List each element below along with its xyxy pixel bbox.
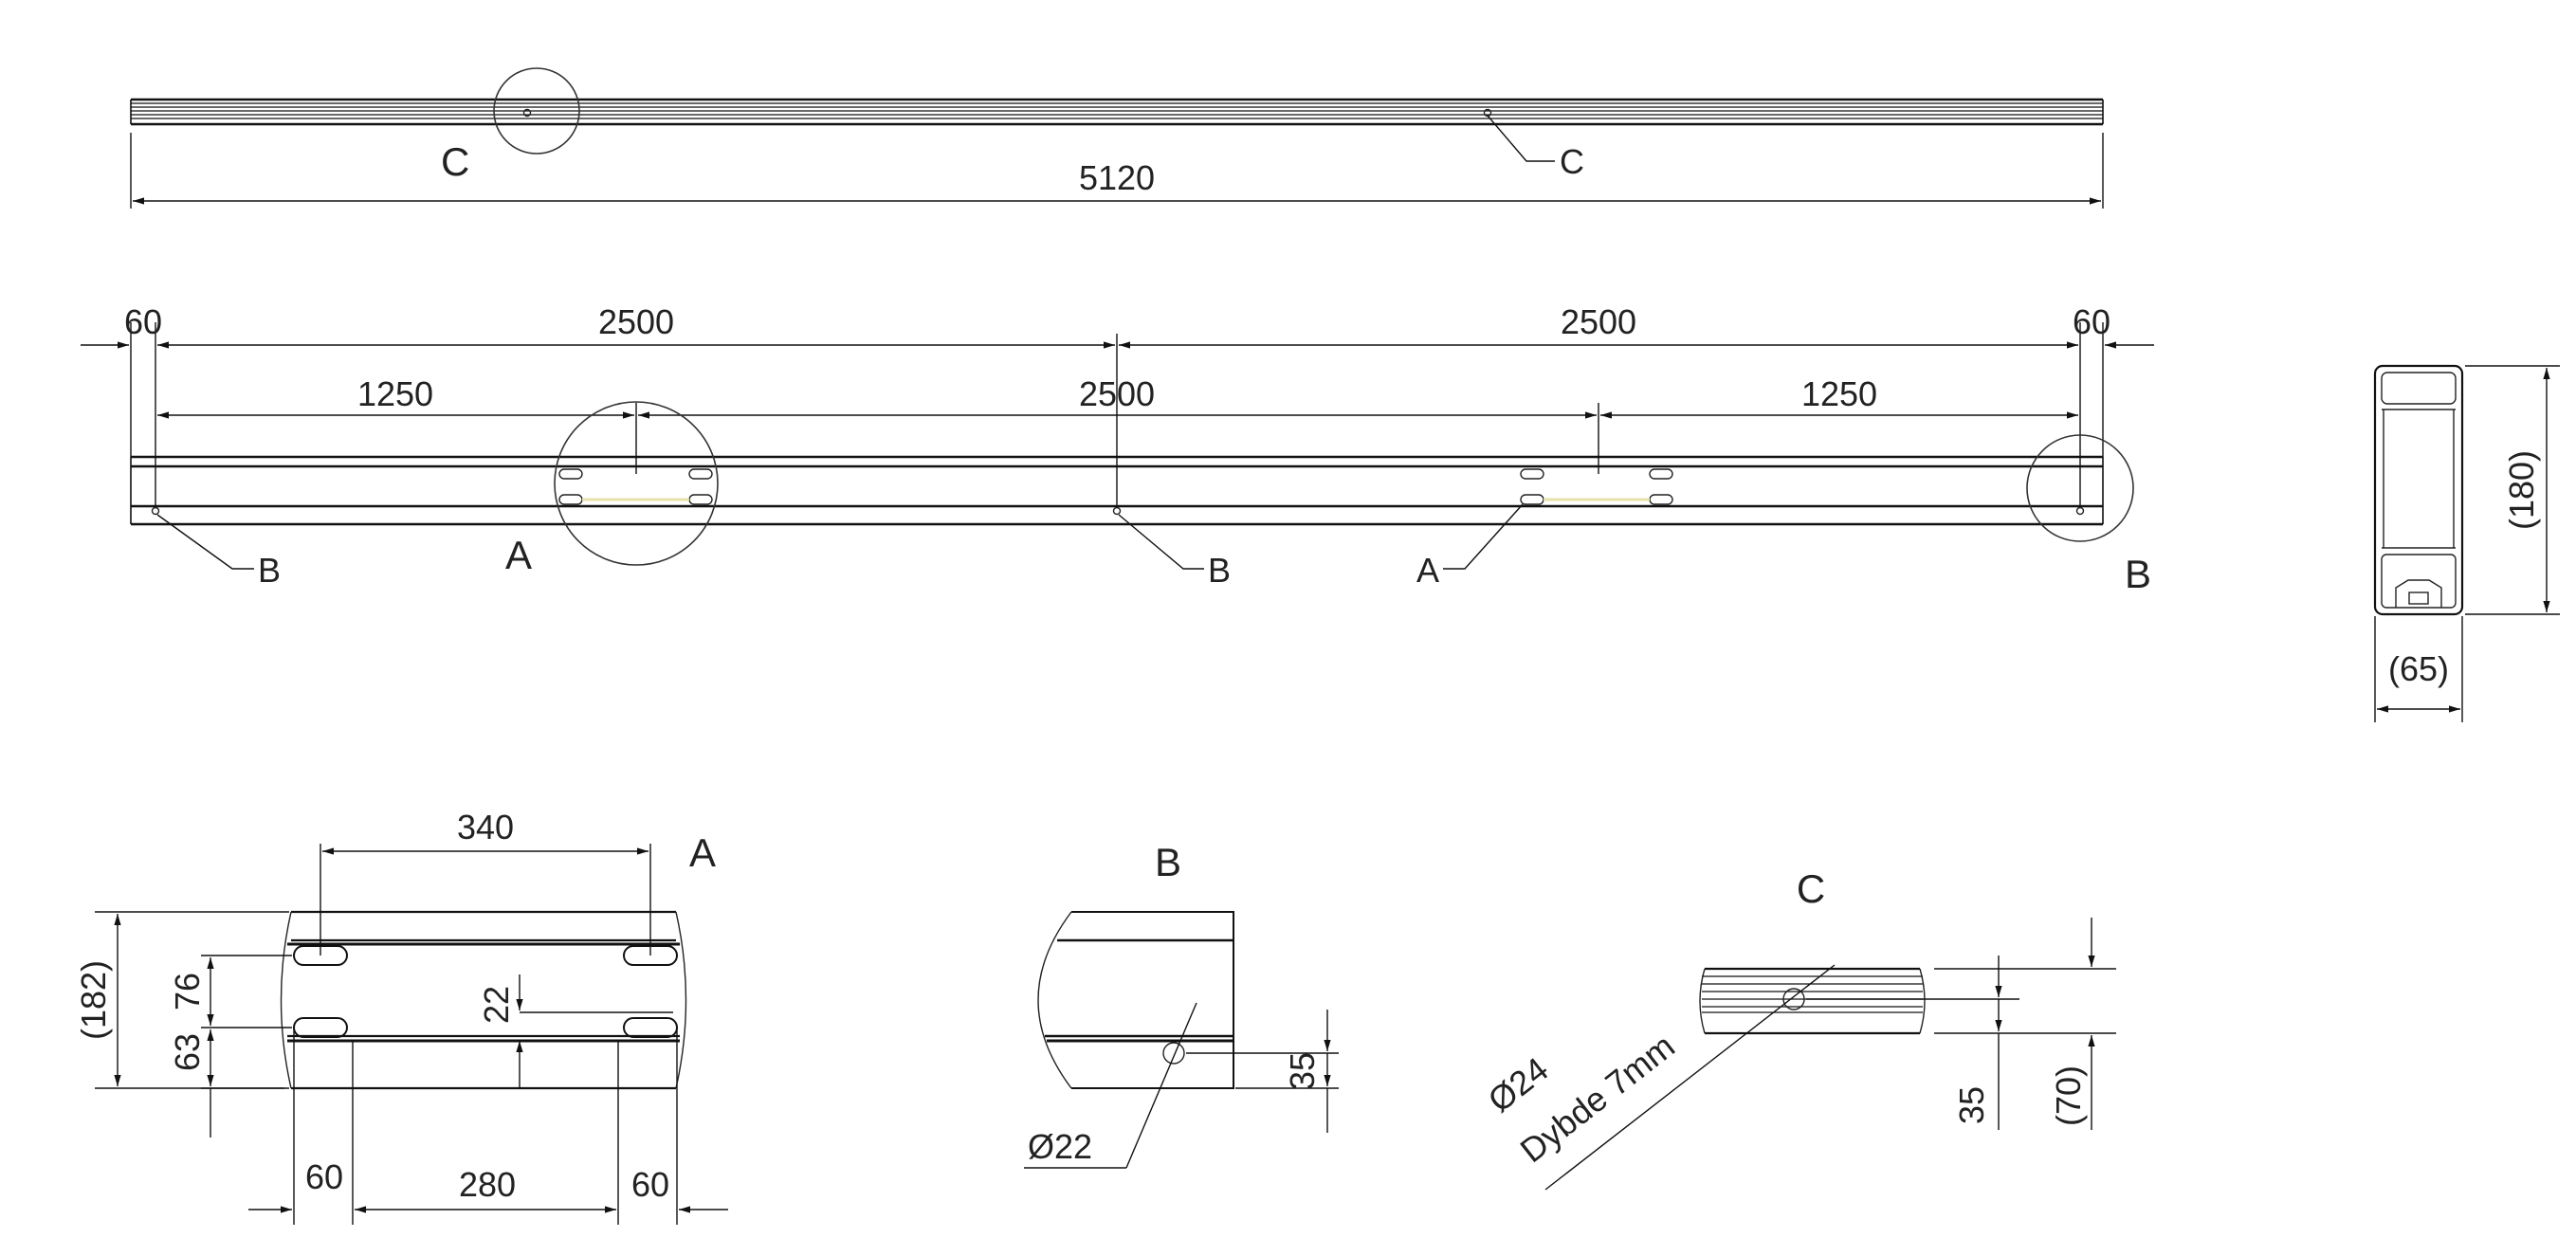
- top-view-profile: [130, 98, 2104, 126]
- detail-c: C 35 (70) Ø24 Dybde 7mm: [1481, 866, 2116, 1191]
- dim-2500-left: 2500: [598, 302, 674, 341]
- dim-60-right: 60: [2073, 302, 2110, 341]
- slot: [558, 494, 583, 505]
- dim-65: (65): [2388, 649, 2449, 688]
- dim-2500-right: 2500: [1561, 302, 1636, 341]
- slot: [1520, 494, 1544, 505]
- dim-2500-mid: 2500: [1079, 374, 1155, 413]
- detail-c-hole: [1782, 988, 1805, 1010]
- detail-c-leader: [1487, 115, 1555, 162]
- detail-a-leader-label: A: [1416, 551, 1439, 590]
- slot: [293, 1017, 348, 1038]
- detail-c-title: C: [1797, 866, 1825, 911]
- dim-1250-right: 1250: [1801, 374, 1877, 413]
- dim-22: 22: [477, 986, 516, 1024]
- dim-35-c: 35: [1952, 1086, 1991, 1124]
- detail-b-leader-mid: [1118, 514, 1204, 570]
- dim-182: (182): [74, 960, 113, 1040]
- dim-60-a-left: 60: [305, 1157, 343, 1196]
- detail-c-callout-circle-label: C: [441, 139, 469, 184]
- detail-c-profile: [1699, 967, 1926, 1035]
- dim-340: 340: [457, 808, 514, 846]
- hole: [2075, 506, 2085, 516]
- end-view: (180) (65): [2373, 364, 2560, 722]
- detail-a-callout-circle-label: A: [505, 533, 532, 577]
- detail-a-profile: [280, 910, 687, 1090]
- detail-a: A 340 (182) 76: [74, 808, 728, 1225]
- detail-b-hole-leader: [1125, 1002, 1197, 1169]
- detail-b: B 35 Ø22: [1024, 840, 1339, 1169]
- detail-b-callout-circle: [2026, 434, 2134, 542]
- slot: [1649, 468, 1673, 480]
- detail-c-leader-label: C: [1560, 142, 1584, 181]
- dim-76: 76: [168, 973, 207, 1010]
- dim-60-left: 60: [124, 302, 162, 341]
- detail-c-hole-dia: Ø24: [1481, 1049, 1556, 1119]
- detail-c-depth: Dybde 7mm: [1513, 1027, 1682, 1171]
- dim-1250-left: 1250: [357, 374, 433, 413]
- slot: [1649, 494, 1673, 505]
- detail-b-callout-circle-label: B: [2125, 552, 2151, 596]
- detail-a-callout-circle: [554, 401, 719, 566]
- dim-280: 280: [459, 1165, 516, 1204]
- detail-b-leader-mid-label: B: [1208, 551, 1231, 590]
- dim-63: 63: [168, 1033, 207, 1071]
- end-view-profile: [2373, 364, 2464, 616]
- dim-5120: 5120: [1079, 158, 1155, 197]
- detail-b-hole: [1162, 1042, 1185, 1065]
- detail-b-leader-left: [156, 514, 254, 570]
- slot: [1520, 468, 1544, 480]
- front-view: 60 2500 2500 60 1250 2500 1250 A B B A B: [81, 302, 2154, 596]
- detail-b-leader-left-label: B: [258, 551, 281, 590]
- detail-b-hole-dia: Ø22: [1028, 1127, 1092, 1166]
- slot: [688, 468, 713, 480]
- dim-70: (70): [2049, 1065, 2088, 1126]
- dim-180: (180): [2502, 450, 2541, 530]
- top-view: C C 5120: [130, 67, 2104, 209]
- detail-b-profile: [1037, 911, 1234, 1089]
- slot: [688, 494, 713, 505]
- dim-60-a-right: 60: [631, 1165, 669, 1204]
- top-view-hole-left: [522, 108, 532, 118]
- detail-c-hole-leader: [1544, 964, 1836, 1191]
- detail-a-title: A: [689, 830, 716, 875]
- hole: [1112, 506, 1122, 516]
- slot: [623, 1017, 678, 1038]
- detail-c-callout-circle: [493, 67, 580, 155]
- slot: [558, 468, 583, 480]
- detail-b-title: B: [1155, 840, 1181, 884]
- detail-a-leader: [1443, 503, 1524, 570]
- hole: [151, 506, 160, 516]
- dim-35-b: 35: [1283, 1052, 1322, 1090]
